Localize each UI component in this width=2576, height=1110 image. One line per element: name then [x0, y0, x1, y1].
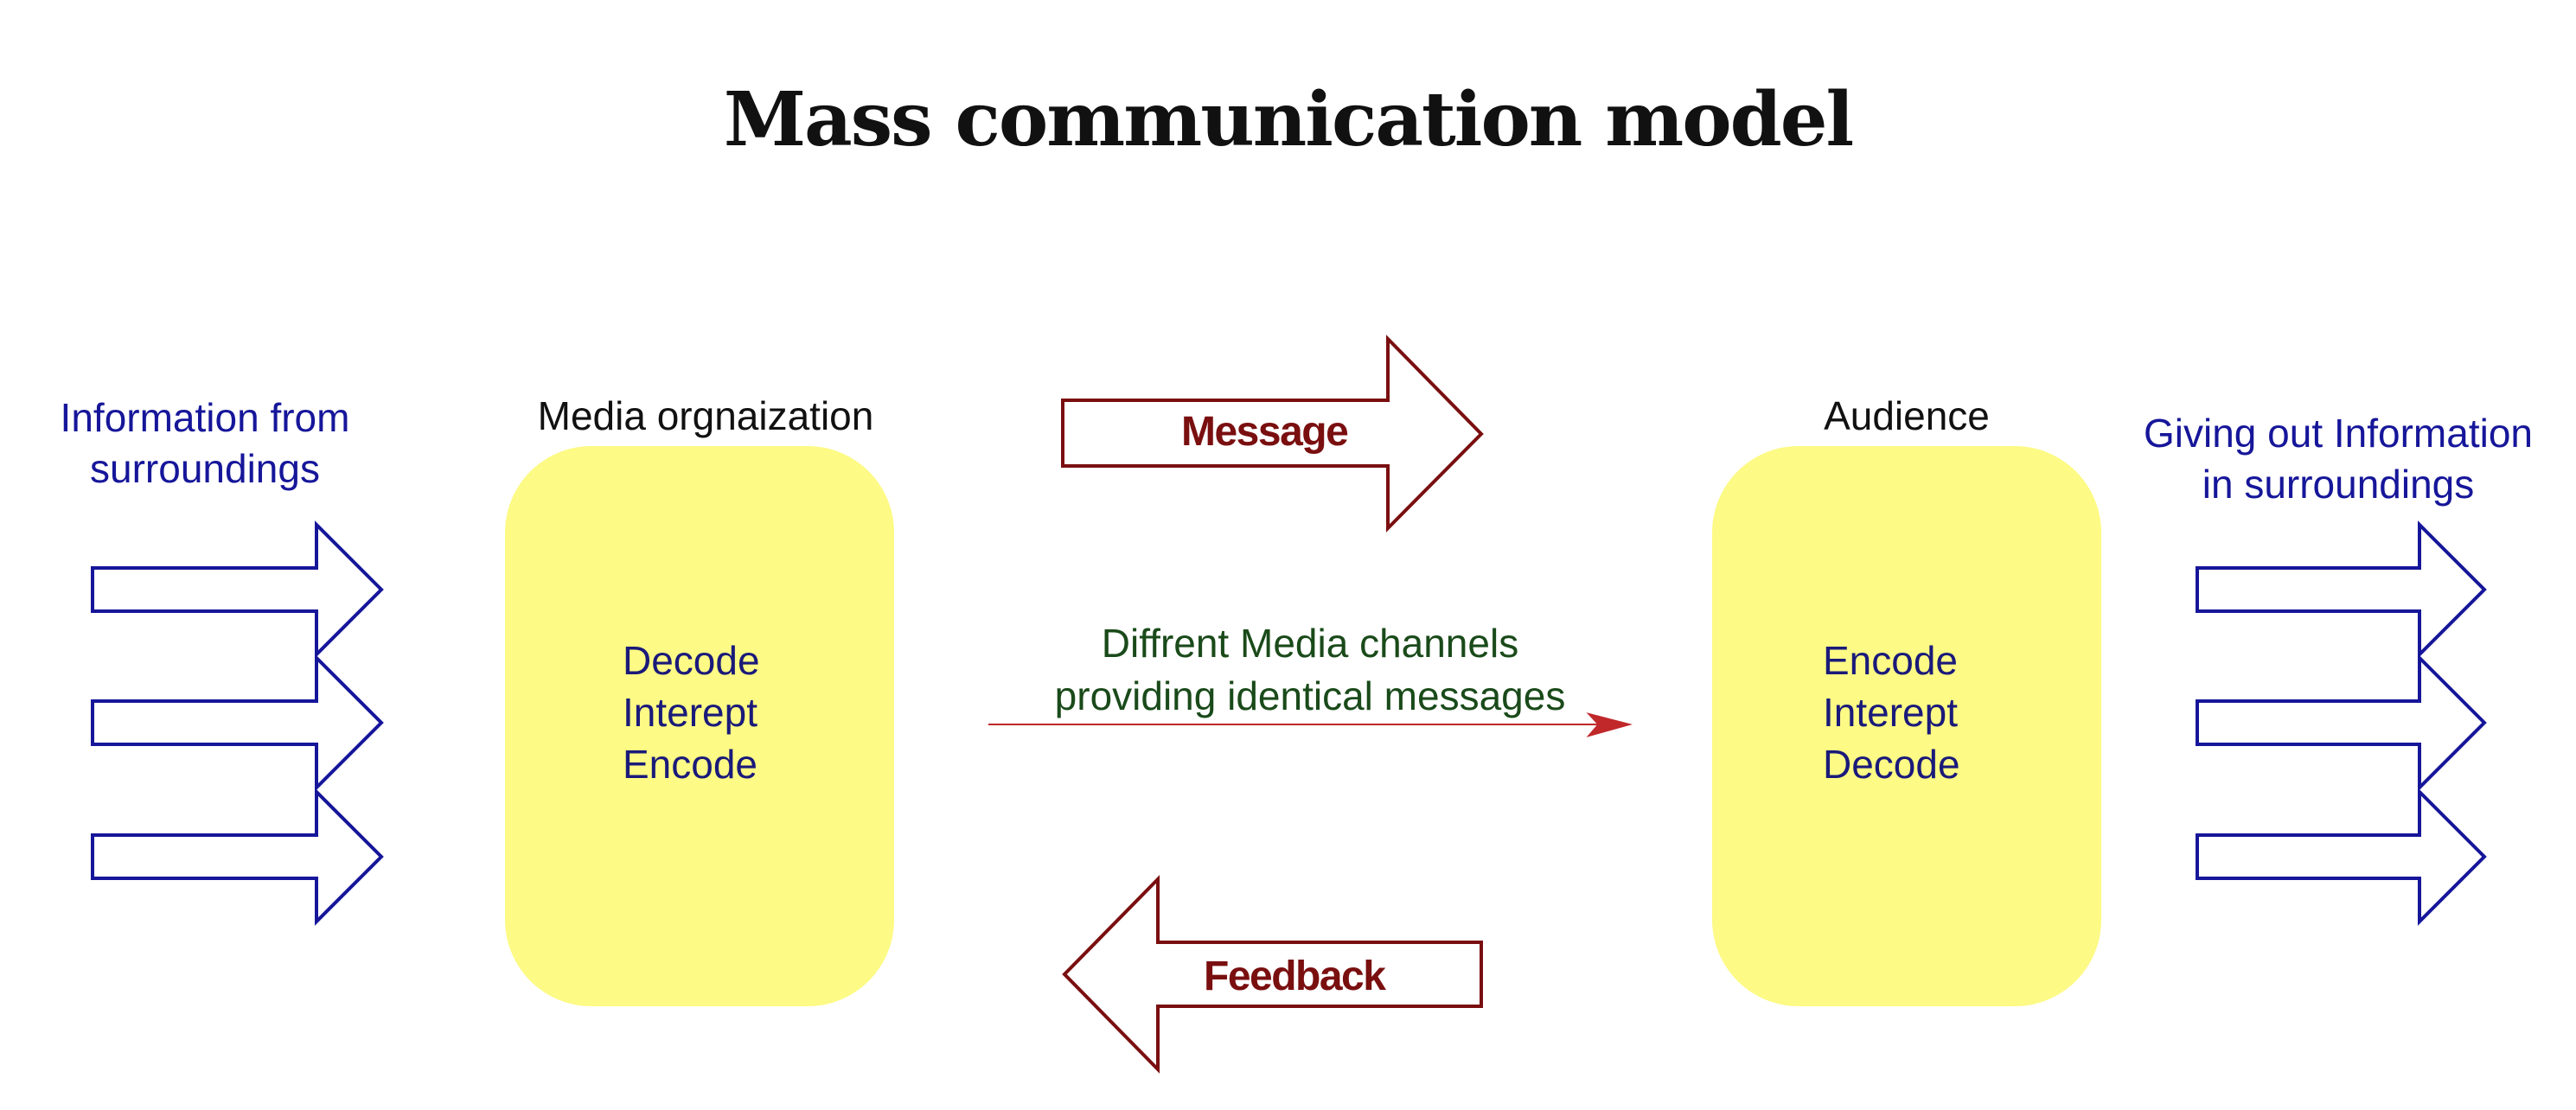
sender-step-2: Interept: [623, 690, 757, 735]
receiver-box: Encode Interept Decode: [1712, 446, 2101, 1006]
output-arrow-1: [2196, 520, 2487, 659]
output-arrow-2: [2196, 654, 2487, 792]
input-arrow-3: [91, 788, 384, 926]
sender-title: Media orgnaization: [537, 393, 874, 438]
output-arrows: [2196, 520, 2487, 926]
input-arrows: [91, 520, 384, 926]
input-arrow-2: [91, 654, 384, 792]
feedback-label: Feedback: [1204, 954, 1386, 999]
input-arrow-1: [91, 520, 384, 659]
sender-steps: Decode Interept Encode: [623, 635, 760, 790]
input-label: Information from surroundings: [60, 395, 350, 491]
channel-arrow: [988, 712, 1633, 737]
receiver-title: Audience: [1824, 393, 1990, 438]
sender-step-3: Encode: [623, 742, 758, 787]
message-label: Message: [1181, 409, 1349, 455]
feedback-arrow: [1062, 875, 1483, 1074]
diagram-title: Mass communication model: [723, 76, 1854, 163]
receiver-step-1: Encode: [1823, 638, 1959, 683]
receiver-step-2: Interept: [1823, 690, 1958, 735]
channels-label: Diffrent Media channels providing identi…: [1054, 621, 1566, 718]
message-arrow: [1061, 335, 1484, 533]
output-arrow-3: [2196, 788, 2487, 926]
sender-step-1: Decode: [623, 638, 760, 683]
receiver-steps: Encode Interept Decode: [1823, 635, 1960, 790]
sender-box: Decode Interept Encode: [505, 446, 894, 1006]
output-label: Giving out Information in surroundings: [2143, 411, 2533, 507]
receiver-step-3: Decode: [1823, 742, 1960, 787]
